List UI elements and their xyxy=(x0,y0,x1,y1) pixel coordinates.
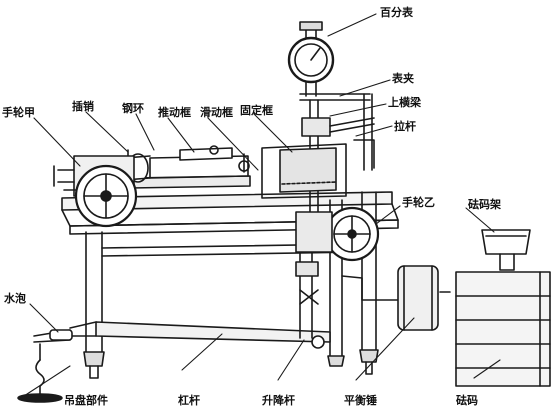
label-weights: 砝码 xyxy=(456,393,478,407)
label-lever: 杠杆 xyxy=(178,393,200,407)
dial-gauge-body xyxy=(287,21,335,97)
label-hanger-assembly: 吊盘部件 xyxy=(64,393,108,407)
label-dial-gauge: 百分表 xyxy=(380,5,414,19)
upper-frame xyxy=(299,93,375,241)
lever xyxy=(69,321,331,343)
label-handwheel-b: 手轮乙 xyxy=(402,195,435,209)
label-steel-ring: 钢环 xyxy=(122,101,144,115)
handwheel-b-body xyxy=(295,206,380,262)
label-handwheel-a: 手轮甲 xyxy=(2,105,35,119)
label-sliding-frame: 滑动框 xyxy=(200,105,233,119)
hanger-assembly-body xyxy=(17,329,71,403)
label-gauge-clamp: 表夹 xyxy=(391,71,414,85)
counterweight-body xyxy=(341,265,451,331)
label-level-bubble: 水泡 xyxy=(4,291,26,305)
level-bubble-body xyxy=(49,329,73,341)
label-counterweight: 平衡锤 xyxy=(344,393,377,407)
label-fixed-frame: 固定框 xyxy=(240,103,273,117)
handwheel-a-body xyxy=(53,155,138,228)
label-lifting-rod: 升降杆 xyxy=(262,393,295,407)
labels: 百分表 表夹 上横梁 拉杆 手轮甲 插销 钢环 推动框 滑动框 固定框 手轮乙 … xyxy=(2,5,501,407)
leader-lines xyxy=(23,13,501,397)
label-pin: 插销 xyxy=(72,99,94,113)
label-upper-crossbeam: 上横梁 xyxy=(388,95,422,109)
shear-box xyxy=(129,143,347,199)
weight-rack-body xyxy=(455,229,551,387)
label-weight-rack: 砝码架 xyxy=(468,197,501,211)
label-tie-rod: 拉杆 xyxy=(394,119,416,133)
label-push-frame: 推动框 xyxy=(158,105,191,119)
